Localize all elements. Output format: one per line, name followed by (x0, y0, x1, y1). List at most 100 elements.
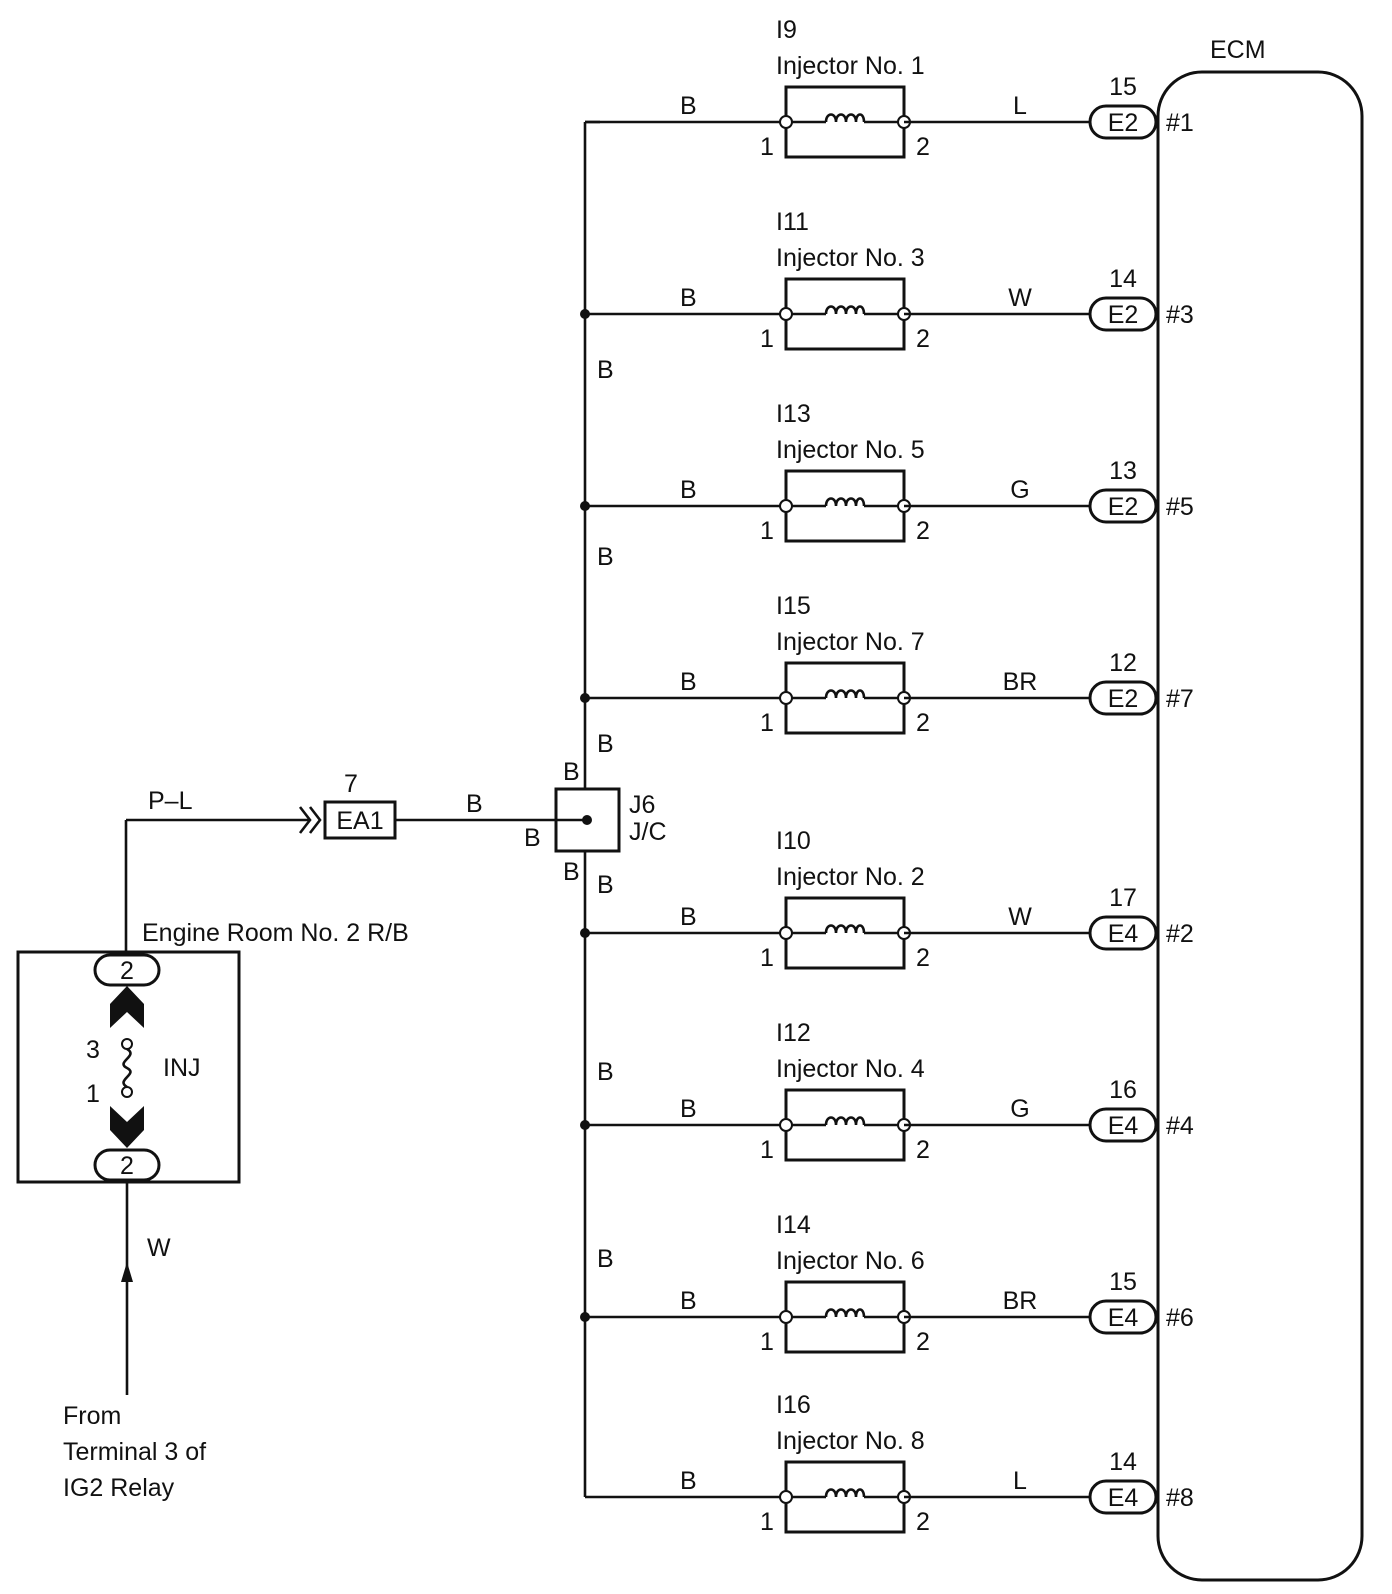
injector-terminal (779, 691, 793, 705)
coil-icon (824, 689, 866, 699)
ea1-pin: 7 (344, 770, 358, 798)
ea1-to-jc-wire-label: B (466, 790, 483, 818)
ecm-pin-number: 16 (1109, 1076, 1137, 1104)
injector-in-wire-label: B (680, 1095, 697, 1123)
injector-in-wire-label: B (680, 1467, 697, 1495)
injector-pin-in: 1 (760, 709, 774, 737)
injector-terminal (779, 307, 793, 321)
ecm-connector-label: E4 (1108, 1484, 1139, 1512)
injector-pin-out: 2 (916, 1136, 930, 1164)
injector-name: Injector No. 3 (776, 244, 925, 272)
ecm-connector (1088, 915, 1158, 951)
ecm-connector (1088, 1299, 1158, 1335)
injector-code: I9 (776, 16, 797, 44)
source-line: IG2 Relay (63, 1474, 175, 1502)
injector-name: Injector No. 4 (776, 1055, 925, 1083)
ecm-connector (1088, 296, 1158, 332)
ecm-pin-number: 12 (1109, 649, 1137, 677)
injector-pin-out: 2 (916, 1508, 930, 1536)
injector-pin-in: 1 (760, 133, 774, 161)
ecm-pin-number: 13 (1109, 457, 1137, 485)
injector-out-wire-label: G (1010, 1095, 1029, 1123)
ecm-connector (1088, 1107, 1158, 1143)
coil-icon (824, 497, 866, 507)
coil-icon (824, 924, 866, 934)
injector-in-wire-label: B (680, 1287, 697, 1315)
fuse-terminal (121, 1038, 133, 1050)
injector-in-wire-label: B (680, 668, 697, 696)
ecm-connector-label: E2 (1108, 493, 1139, 521)
relay-box-name: Engine Room No. 2 R/B (142, 919, 409, 947)
ea1-connector (323, 800, 397, 840)
fuse-pin-lower: 1 (86, 1080, 100, 1108)
fuse-name: INJ (163, 1054, 201, 1082)
injector-code: I13 (776, 400, 811, 428)
source-line: From (63, 1402, 121, 1430)
source-line: Terminal 3 of (63, 1438, 206, 1466)
ecm-port-label: #6 (1166, 1304, 1194, 1332)
relay-pin-top (93, 953, 161, 987)
ecm-connector (1088, 680, 1158, 716)
ecm-connector-label: E2 (1108, 109, 1139, 137)
injector-name: Injector No. 5 (776, 436, 925, 464)
ecm-port-label: #5 (1166, 493, 1194, 521)
injector-terminal (779, 499, 793, 513)
bus-label: B (597, 871, 614, 899)
injector-pin-out: 2 (916, 944, 930, 972)
coil-icon (824, 1116, 866, 1126)
injector-code: I10 (776, 827, 811, 855)
injector-code: I16 (776, 1391, 811, 1419)
ecm-pin-number: 15 (1109, 73, 1137, 101)
fuse-pin-upper: 3 (86, 1036, 100, 1064)
source-wire-label: W (147, 1234, 171, 1262)
injector-terminal (779, 926, 793, 940)
ecm-connector (1088, 488, 1158, 524)
junction-pin-top: B (563, 758, 580, 786)
injector-terminal (779, 1490, 793, 1504)
injector-out-wire-label: G (1010, 476, 1029, 504)
injector-name: Injector No. 1 (776, 52, 925, 80)
ecm-port-label: #1 (1166, 109, 1194, 137)
junction-pin-left: B (524, 824, 541, 852)
ecm-port-label: #2 (1166, 920, 1194, 948)
bus-label: B (597, 356, 614, 384)
injector-name: Injector No. 8 (776, 1427, 925, 1455)
injector-in-wire-label: B (680, 903, 697, 931)
coil-icon (824, 305, 866, 315)
ecm-pin-number: 14 (1109, 265, 1137, 293)
injector-pin-in: 1 (760, 944, 774, 972)
relay-pin-bottom-label: 2 (120, 1152, 134, 1180)
injector-name: Injector No. 7 (776, 628, 925, 656)
injector-out-wire-label: BR (1003, 668, 1038, 696)
ecm-port-label: #3 (1166, 301, 1194, 329)
injector-out-wire-label: BR (1003, 1287, 1038, 1315)
injector-terminal (779, 1118, 793, 1132)
ecm-pin-number: 15 (1109, 1268, 1137, 1296)
injector-pin-out: 2 (916, 325, 930, 353)
coil-icon (824, 113, 866, 123)
injector-pin-in: 1 (760, 325, 774, 353)
injector-name: Injector No. 2 (776, 863, 925, 891)
injector-pin-in: 1 (760, 1508, 774, 1536)
fuse-icon (122, 1047, 132, 1089)
junction-id: J6 (629, 791, 655, 819)
arrow-down-icon (110, 1106, 144, 1148)
junction-pin-bottom: B (563, 858, 580, 886)
ecm-pin-number: 17 (1109, 884, 1137, 912)
ecm-block (1156, 70, 1364, 1582)
bus-label: B (597, 543, 614, 571)
injector-pin-in: 1 (760, 1136, 774, 1164)
ecm-port-label: #4 (1166, 1112, 1194, 1140)
injector-terminal (779, 1310, 793, 1324)
injector-pin-out: 2 (916, 709, 930, 737)
